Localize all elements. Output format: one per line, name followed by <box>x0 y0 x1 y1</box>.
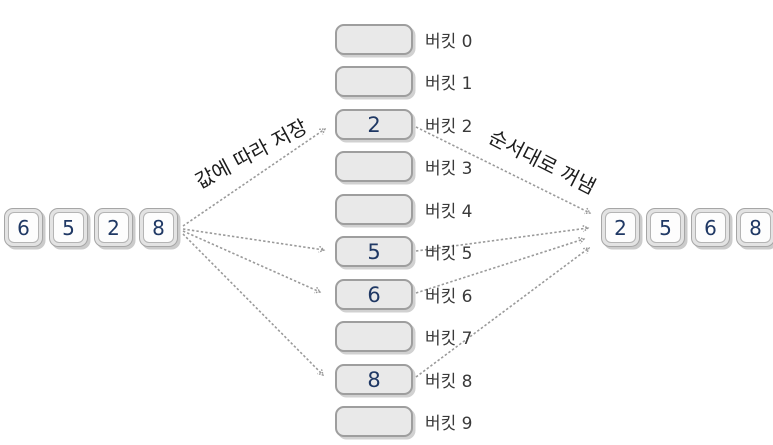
bucket-row-8: 8 버킷 8 <box>335 364 473 395</box>
arrow-fetch-from-bucket-5 <box>415 228 588 252</box>
arrow-fetch-from-bucket-8 <box>415 248 589 378</box>
bucket-box <box>335 66 413 97</box>
output-cell-value: 8 <box>740 212 771 243</box>
bucket-label: 버킷 9 <box>425 414 473 434</box>
bucket-box: 2 <box>335 109 413 140</box>
bucket-row-5: 5 버킷 5 <box>335 236 473 267</box>
bucket-label: 버킷 5 <box>425 244 473 264</box>
bucket-label: 버킷 7 <box>425 329 473 349</box>
output-array: 2 5 6 8 <box>601 208 773 247</box>
input-cell-value: 8 <box>143 212 174 243</box>
bucket-row-1: 버킷 1 <box>335 66 473 97</box>
bucket-box: 8 <box>335 364 413 395</box>
output-cell: 5 <box>646 208 685 247</box>
arrow-store-to-bucket-5 <box>182 228 324 250</box>
bucket-box <box>335 321 413 352</box>
bucket-label: 버킷 4 <box>425 202 473 222</box>
arrow-store-to-bucket-8 <box>182 233 323 375</box>
arrow-store-to-bucket-2 <box>182 129 325 227</box>
bucket-row-2: 2 버킷 2 <box>335 109 473 140</box>
input-array: 6 5 2 8 <box>4 208 178 247</box>
output-cell-value: 5 <box>650 212 681 243</box>
bucket-label: 버킷 6 <box>425 287 473 307</box>
bucket-label: 버킷 0 <box>425 32 473 52</box>
input-cell: 2 <box>94 208 133 247</box>
input-cell-value: 5 <box>53 212 84 243</box>
output-cell-value: 6 <box>695 212 726 243</box>
bucket-row-0: 버킷 0 <box>335 24 473 55</box>
bucket-row-7: 버킷 7 <box>335 321 473 352</box>
output-cell: 2 <box>601 208 640 247</box>
bucket-row-6: 6 버킷 6 <box>335 279 473 310</box>
bucket-label: 버킷 2 <box>425 117 473 137</box>
bucket-box <box>335 151 413 182</box>
bucket-label: 버킷 1 <box>425 74 473 94</box>
arrow-fetch-from-bucket-2 <box>415 126 590 213</box>
output-cell: 6 <box>691 208 730 247</box>
input-cell: 8 <box>139 208 178 247</box>
input-cell: 5 <box>49 208 88 247</box>
output-cell: 8 <box>736 208 773 247</box>
input-cell-value: 2 <box>98 212 129 243</box>
bucket-box: 6 <box>335 279 413 310</box>
bucket-row-3: 버킷 3 <box>335 151 473 182</box>
bucket-row-4: 버킷 4 <box>335 194 473 225</box>
bucket-label: 버킷 8 <box>425 372 473 392</box>
bucket-box <box>335 194 413 225</box>
input-cell: 6 <box>4 208 43 247</box>
bucket-row-9: 버킷 9 <box>335 406 473 437</box>
input-cell-value: 6 <box>8 212 39 243</box>
bucket-box <box>335 406 413 437</box>
bucket-label: 버킷 3 <box>425 159 473 179</box>
bucket-box <box>335 24 413 55</box>
arrow-store-to-bucket-6 <box>182 230 320 292</box>
output-cell-value: 2 <box>605 212 636 243</box>
bucket-box: 5 <box>335 236 413 267</box>
